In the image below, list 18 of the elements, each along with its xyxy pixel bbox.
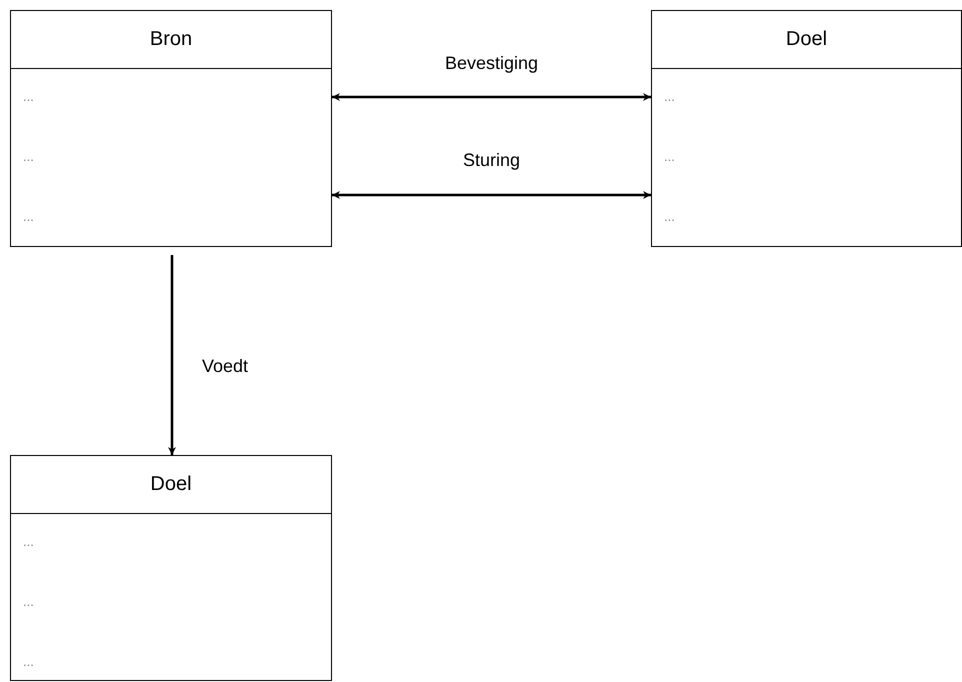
row-text: ... [23, 534, 34, 549]
row-text: ... [23, 209, 34, 224]
row-text: ... [23, 594, 34, 609]
arrow [332, 93, 651, 101]
row-text: ... [664, 209, 675, 224]
row-text: ... [23, 654, 34, 669]
table-box [10, 10, 332, 247]
row-text: ... [664, 89, 675, 104]
arrow [332, 191, 651, 199]
table-box [10, 455, 332, 681]
table-header: Bron [11, 11, 331, 69]
row-text: ... [23, 89, 34, 104]
row-text: ... [664, 149, 675, 164]
table-box [651, 10, 962, 247]
row-text: ... [23, 149, 34, 164]
table-header: Doel [652, 11, 961, 69]
table-header: Doel [11, 456, 331, 514]
arrow [168, 255, 176, 455]
